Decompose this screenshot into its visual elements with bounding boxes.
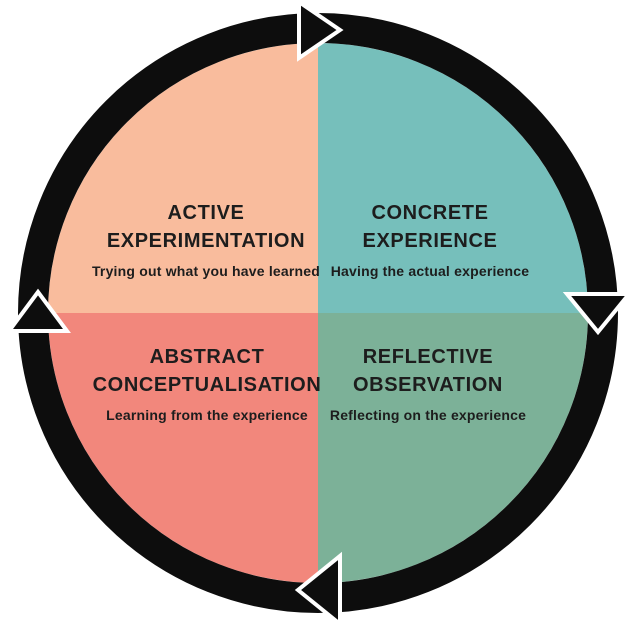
quadrant-shape-top-left <box>48 43 318 313</box>
cycle-arrow-right-down-icon <box>562 292 634 336</box>
cycle-arrow-bottom-left-icon <box>294 551 342 626</box>
quadrant-shape-bottom-left <box>48 313 318 583</box>
cycle-arrow-left-up-icon <box>5 288 71 333</box>
cycle-arrow-top-right-icon <box>297 0 344 62</box>
quadrant-shape-bottom-right <box>318 313 588 583</box>
quadrant-shape-top-right <box>318 43 588 313</box>
